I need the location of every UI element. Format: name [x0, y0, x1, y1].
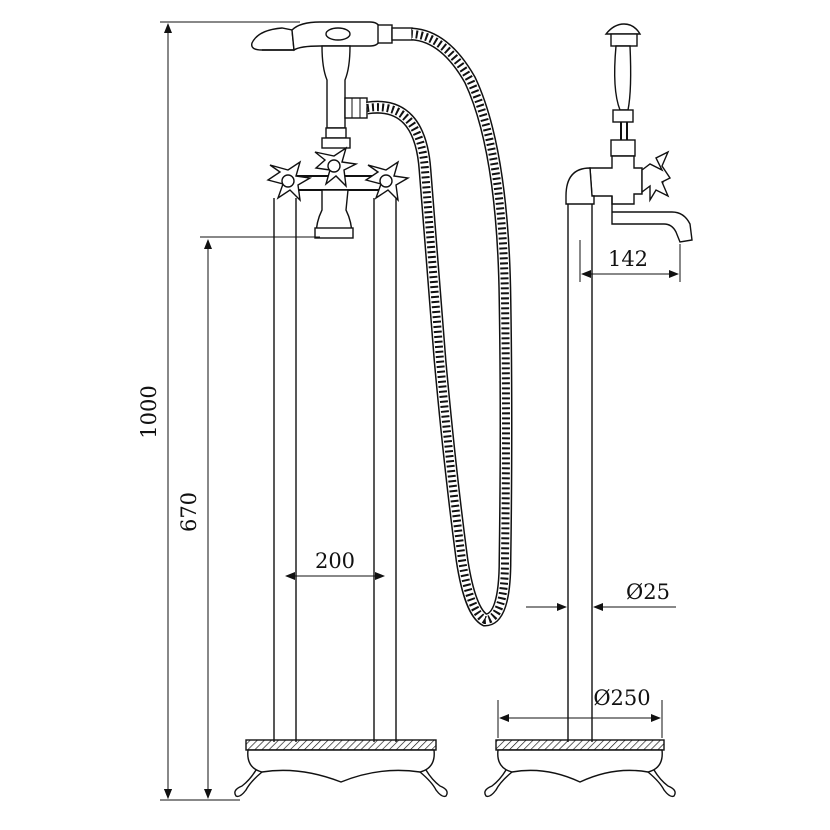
shower-hose: [366, 27, 513, 627]
dim-base-diameter: Ø250: [497, 686, 663, 738]
dim-label-spout-height: 670: [177, 492, 201, 532]
valve-handles: [266, 146, 411, 202]
dim-label-pipe-diameter: Ø25: [626, 580, 670, 604]
dim-label-spout-reach: 142: [608, 247, 648, 271]
base-front: [234, 739, 448, 798]
shower-cradle: [321, 45, 351, 149]
spout-front: [314, 189, 354, 239]
dim-handle-spacing: 200: [285, 549, 385, 580]
dim-label-base-diameter: Ø250: [593, 686, 650, 710]
front-view: [234, 21, 513, 798]
standpipes: [273, 198, 397, 742]
dimensions: 1000 670 200 142: [137, 21, 681, 801]
side-view: [484, 23, 693, 798]
dim-label-handle-spacing: 200: [315, 549, 355, 573]
hose-outlet: [344, 97, 368, 119]
hand-shower: [251, 21, 413, 52]
dim-spout-reach: 142: [579, 240, 681, 282]
dim-total-height: 1000: [137, 21, 300, 801]
dim-label-total-height: 1000: [137, 385, 161, 438]
dim-spout-height: 670: [177, 236, 320, 799]
dim-pipe-diameter: Ø25: [526, 580, 676, 611]
